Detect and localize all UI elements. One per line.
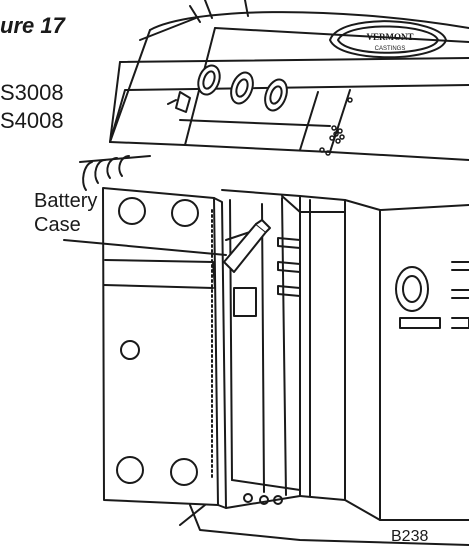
vent-slots [277, 237, 301, 297]
logo-sub: CASTINGS [375, 46, 406, 52]
cart-door [102, 187, 227, 509]
control-knob [197, 64, 221, 96]
callout-leader-line [63, 239, 227, 256]
cart-base [179, 493, 469, 546]
logo-brand: VERMONT [367, 32, 414, 42]
cart-side-panel [344, 199, 469, 521]
control-knob [264, 78, 288, 112]
logo-plate [329, 20, 447, 59]
figure-caption: ure 17 [0, 13, 65, 38]
model-number: S3008 [0, 80, 64, 105]
side-burner-knob [167, 91, 191, 113]
cart-pillar [281, 195, 346, 501]
figure-code: B238 [391, 528, 429, 545]
model-number: S4008 [0, 108, 64, 133]
battery-case [223, 219, 271, 273]
control-knob [230, 71, 254, 105]
igniter-grille [319, 97, 353, 156]
callout-label-line1: Battery [34, 190, 98, 212]
utensil-hooks [79, 155, 151, 191]
grill-lid [109, 0, 469, 146]
callout-label-line2: Case [34, 214, 81, 236]
battery-case-callout: Battery Case [34, 189, 97, 237]
